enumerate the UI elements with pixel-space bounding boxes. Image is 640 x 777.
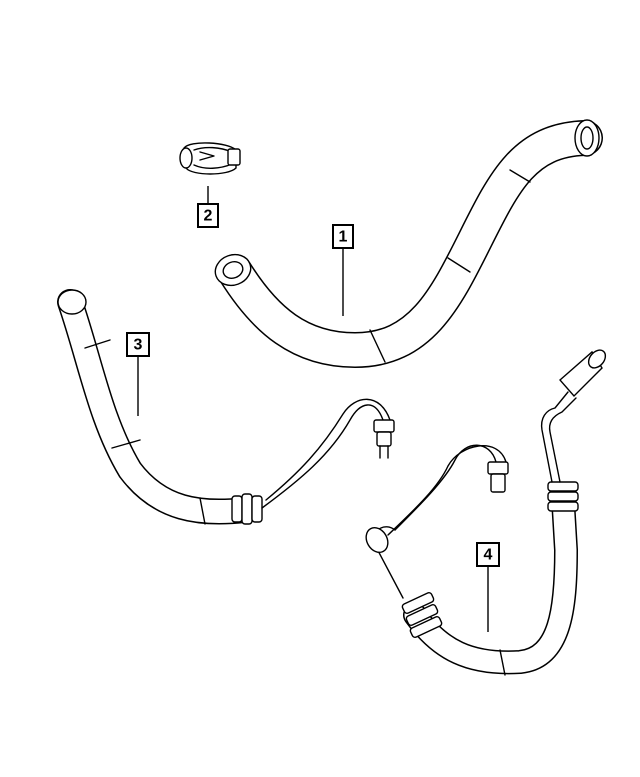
callout-3: 3 (126, 332, 150, 357)
callout-3-label: 3 (134, 337, 143, 354)
return-hose-icon[interactable] (362, 347, 609, 676)
callout-2: 2 (197, 203, 219, 228)
callout-1-label: 1 (339, 229, 348, 246)
callout-1: 1 (332, 224, 354, 249)
callout-2-label: 2 (204, 208, 213, 225)
pressure-hose-icon[interactable] (57, 289, 395, 525)
hose-clamp-icon[interactable] (179, 142, 241, 175)
callout-4-label: 4 (484, 547, 493, 564)
hose-icon[interactable] (211, 119, 603, 368)
callout-4: 4 (476, 542, 500, 567)
